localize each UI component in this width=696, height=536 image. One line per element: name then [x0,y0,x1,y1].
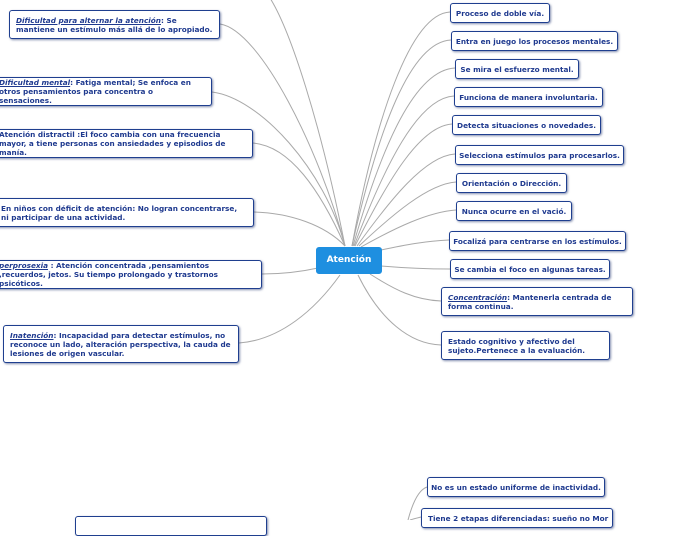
node-ninos-deficit[interactable]: En niños con déficit de atención: No log… [0,198,254,227]
node-text: No es un estado uniforme de inactividad. [431,482,601,492]
node-desc: : Se mantiene un estímulo más allá de lo… [16,15,213,34]
node-text: Entra en juego los procesos mentales. [455,36,614,46]
node-nunca-vacio[interactable]: Nunca ocurre en el vació. [456,201,572,221]
link-r7 [358,181,457,247]
node-term: Dificultad para alternar la atención [16,15,161,25]
node-concentracion[interactable]: Concentración: Mantenerla centrada de fo… [441,287,633,316]
node-desc: : Fatiga mental; Se enfoca en otros pens… [0,78,191,105]
node-text: Selecciona estímulos para procesarlos. [459,150,620,160]
node-desc: : Incapacidad para detectar estímulos, n… [10,330,231,358]
node-doble-via[interactable]: Proceso de doble vía. [450,3,550,23]
link-r12 [357,274,442,346]
node-text: En niños con déficit de atención: No log… [1,204,247,222]
node-text: Orientación o Dirección. [461,178,562,188]
node-text: Dificultad para alternar la atención: Se… [16,16,213,34]
node-detecta-situaciones[interactable]: Detecta situaciones o novedades. [452,115,601,135]
link-l6 [238,274,341,344]
node-term: Dificultad mental [0,78,71,87]
node-dificultad-mental[interactable]: Dificultad mental: Fatiga mental; Se enf… [0,77,212,106]
node-text: Concentración: Mantenerla centrada de fo… [448,293,626,311]
node-dificultad-alternar[interactable]: Dificultad para alternar la atención: Se… [9,10,220,39]
node-term: Inatención [10,330,54,340]
node-selecciona-estimulos[interactable]: Selecciona estímulos para procesarlos. [455,145,624,165]
node-estado-inactividad[interactable]: No es un estado uniforme de inactividad. [427,477,605,497]
link-r9 [380,239,450,251]
node-cambia-foco[interactable]: Se cambia el foco en algunas tareas. [450,259,610,279]
node-desc: : Mantenerla centrada de forma continua. [448,292,612,311]
node-orientacion[interactable]: Orientación o Dirección. [456,173,567,193]
node-etapas-sueno[interactable]: Tiene 2 etapas diferenciadas: sueño no M… [421,508,613,528]
link-r3 [352,67,456,247]
node-text: Se cambia el foco en algunas tareas. [454,264,606,274]
node-text: Proceso de doble vía. [455,8,545,18]
node-atencion-distractil[interactable]: Atención distractil :El foco cambia con … [0,129,253,158]
node-text: Atención distractil :El foco cambia con … [0,130,246,157]
node-desc: Atención distractil :El foco cambia con … [0,130,226,157]
center-label: Atención [326,255,372,265]
link-r10 [380,265,451,270]
link-b1 [407,486,428,520]
link-l1 [219,23,346,247]
link-r5 [354,123,453,247]
node-text: Dificultad mental: Fatiga mental; Se enf… [0,78,205,105]
connector-lines [211,0,457,520]
node-inatencion[interactable]: Inatención: Incapacidad para detectar es… [3,325,239,363]
node-text: Nunca ocurre en el vació. [461,206,567,216]
node-text: Focalizá para centrarse en los estímulos… [453,236,622,246]
node-partial-bottom-left[interactable] [75,516,267,536]
node-estado-cognitivo[interactable]: Estado cognitivo y afectivo del sujeto.P… [441,331,610,360]
link-r4 [353,95,455,247]
link-r8 [360,209,457,248]
link-r6 [356,153,456,247]
node-text: Inatención: Incapacidad para detectar es… [10,331,232,358]
link-l5 [261,267,319,275]
node-text: Funciona de manera involuntaria. [459,92,598,102]
node-involuntaria[interactable]: Funciona de manera involuntaria. [454,87,603,107]
node-term: Concentración [448,292,508,302]
node-focaliza[interactable]: Focalizá para centrarse en los estímulos… [449,231,626,251]
node-term: perprosexia [0,261,49,270]
link-top [270,0,346,247]
link-r1 [351,11,451,247]
node-desc: Estado cognitivo y afectivo del sujeto.P… [448,336,586,355]
link-r11 [369,273,442,302]
node-text: Tiene 2 etapas diferenciadas: sueño no M… [428,513,609,523]
link-r2 [351,39,452,247]
node-esfuerzo-mental[interactable]: Se mira el esfuerzo mental. [455,59,579,79]
node-text: Detecta situaciones o novedades. [457,120,596,130]
node-perprosexia[interactable]: perprosexia : Atención concentrada ,pens… [0,260,262,289]
node-text: perprosexia : Atención concentrada ,pens… [0,261,255,288]
link-l2 [211,91,346,247]
node-text: Estado cognitivo y afectivo del sujeto.P… [448,337,603,355]
link-l4 [253,211,346,247]
node-procesos-mentales[interactable]: Entra en juego los procesos mentales. [451,31,618,51]
node-desc: En niños con déficit de atención: No log… [1,203,238,222]
link-l3 [252,142,346,247]
center-node-atencion[interactable]: Atención [316,247,382,274]
node-desc: : Atención concentrada ,pensamientos ,re… [0,261,218,288]
node-text: Se mira el esfuerzo mental. [460,64,574,74]
